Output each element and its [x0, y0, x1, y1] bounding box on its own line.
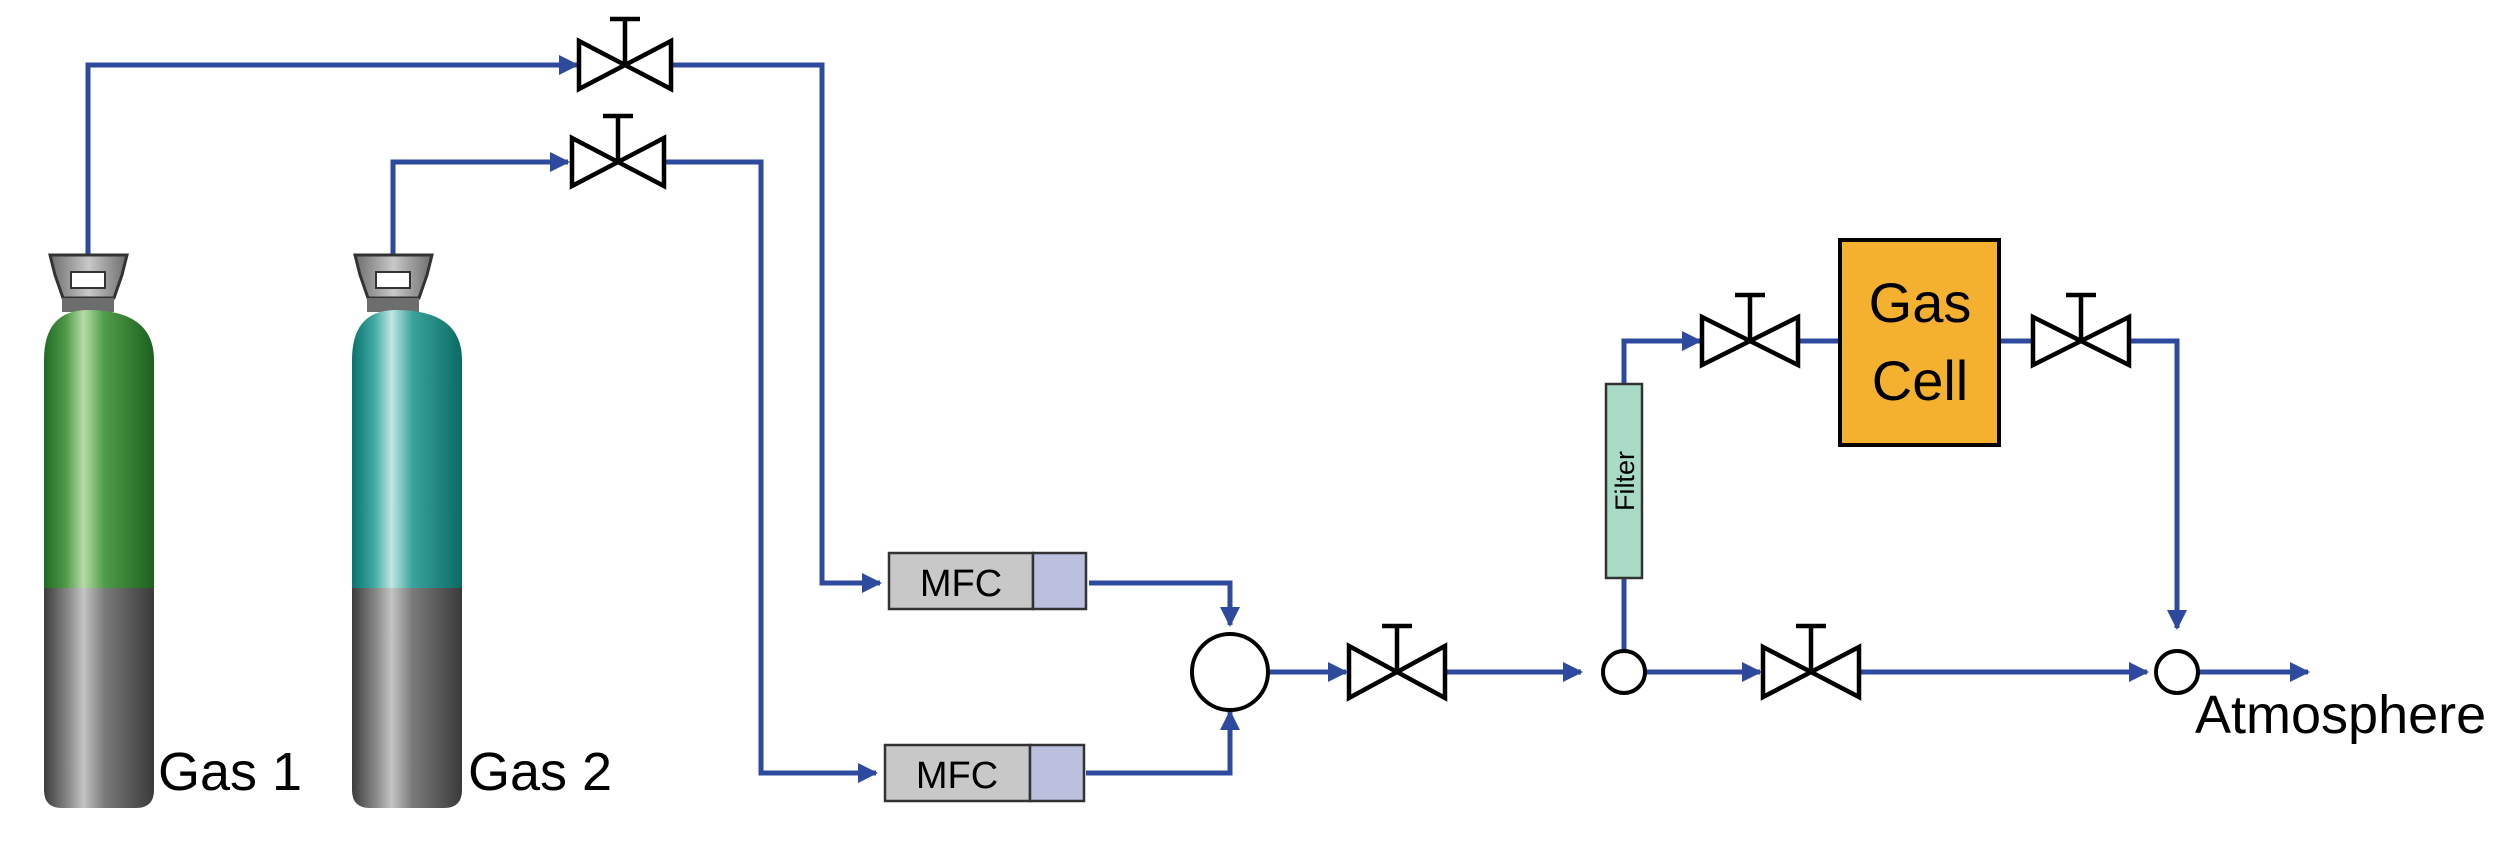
- mfc-bottom-label: MFC: [916, 755, 998, 797]
- pipe-valve1-to-mfc-top: [672, 62, 882, 593]
- gas-cylinder-1: Gas 1: [44, 253, 302, 808]
- valve-cell-outlet-right-wing: [2075, 313, 2132, 369]
- valve-cell-inlet-icon: [1699, 292, 1801, 369]
- gas-cell-body: [1838, 238, 2001, 447]
- mfc-top-tail: [1031, 551, 1088, 611]
- valve-gas1-right-wing: [620, 37, 674, 93]
- valve-main-icon: [1346, 623, 1448, 702]
- gas-cylinder-2-cap-window: [375, 271, 411, 289]
- valve-main-left-wing: [1346, 642, 1402, 702]
- filter: Filter: [1604, 382, 1644, 580]
- gas-cylinder-2-base: [352, 588, 462, 808]
- gas-cylinder-1-cap-window: [70, 271, 106, 289]
- gas-cylinder-1-body: [44, 310, 154, 590]
- pipe-valve-to-junction: [2130, 338, 2187, 630]
- pipe-mfc-bottom-to-mixer: [1086, 710, 1240, 776]
- valve-cell-inlet-right-wing: [1744, 313, 1801, 369]
- mfc-top-label: MFC: [920, 563, 1002, 605]
- pipe-valve2-to-mfc-bottom: [666, 159, 878, 783]
- gas-cell-label-line1: Gas: [1869, 271, 1972, 334]
- mfc-bottom-body: [883, 743, 1032, 803]
- atmosphere-label: Atmosphere: [2195, 685, 2486, 745]
- mixer-junction-icon: [1190, 632, 1270, 712]
- gas-cylinder-2-neck: [367, 298, 419, 312]
- pipe-mfc-top-to-mixer: [1089, 580, 1240, 627]
- gas-cylinder-1-neck: [62, 298, 114, 312]
- pipe-gas1-to-valve: [85, 55, 579, 262]
- valve-gas2-left-wing: [569, 134, 623, 190]
- mfc-bottom-tail: [1028, 743, 1086, 803]
- splitter-junction-icon: [1601, 649, 1647, 695]
- valve-bypass-left-wing: [1760, 643, 1816, 701]
- valve-bypass-right-wing: [1806, 643, 1862, 701]
- gas-cylinder-2: Gas 2: [352, 253, 612, 808]
- valve-bypass-icon: [1760, 623, 1862, 701]
- valve-cell-outlet-icon: [2030, 292, 2132, 369]
- pipe-gas2-to-valve: [390, 152, 570, 262]
- gas2-label: Gas 2: [468, 742, 612, 802]
- filter-label: Filter: [1610, 451, 1640, 511]
- valve-gas2-right-wing: [613, 134, 667, 190]
- valves: [569, 16, 2132, 702]
- pipe-network: [85, 55, 2310, 783]
- mfc-top-body: [887, 551, 1035, 611]
- gas-cell: Gas Cell: [1838, 238, 2001, 447]
- valve-gas1-left-wing: [576, 37, 630, 93]
- valve-cell-outlet-left-wing: [2030, 313, 2087, 369]
- valve-cell-inlet-left-wing: [1699, 313, 1756, 369]
- gas1-label: Gas 1: [158, 742, 302, 802]
- gas-cylinder-1-base: [44, 588, 154, 808]
- gas-cell-label-line2: Cell: [1872, 349, 1968, 412]
- outlet-junction-icon: [2154, 649, 2200, 695]
- valve-gas2-icon: [569, 113, 667, 190]
- pipe-filter-to-valve: [1621, 331, 1702, 384]
- mfc-bottom: MFC: [883, 743, 1086, 803]
- valve-gas1-icon: [576, 16, 674, 93]
- gas-cylinder-2-body: [352, 310, 462, 590]
- filter-body: [1604, 382, 1644, 580]
- valve-main-right-wing: [1392, 642, 1448, 702]
- mfc-top: MFC: [887, 551, 1088, 611]
